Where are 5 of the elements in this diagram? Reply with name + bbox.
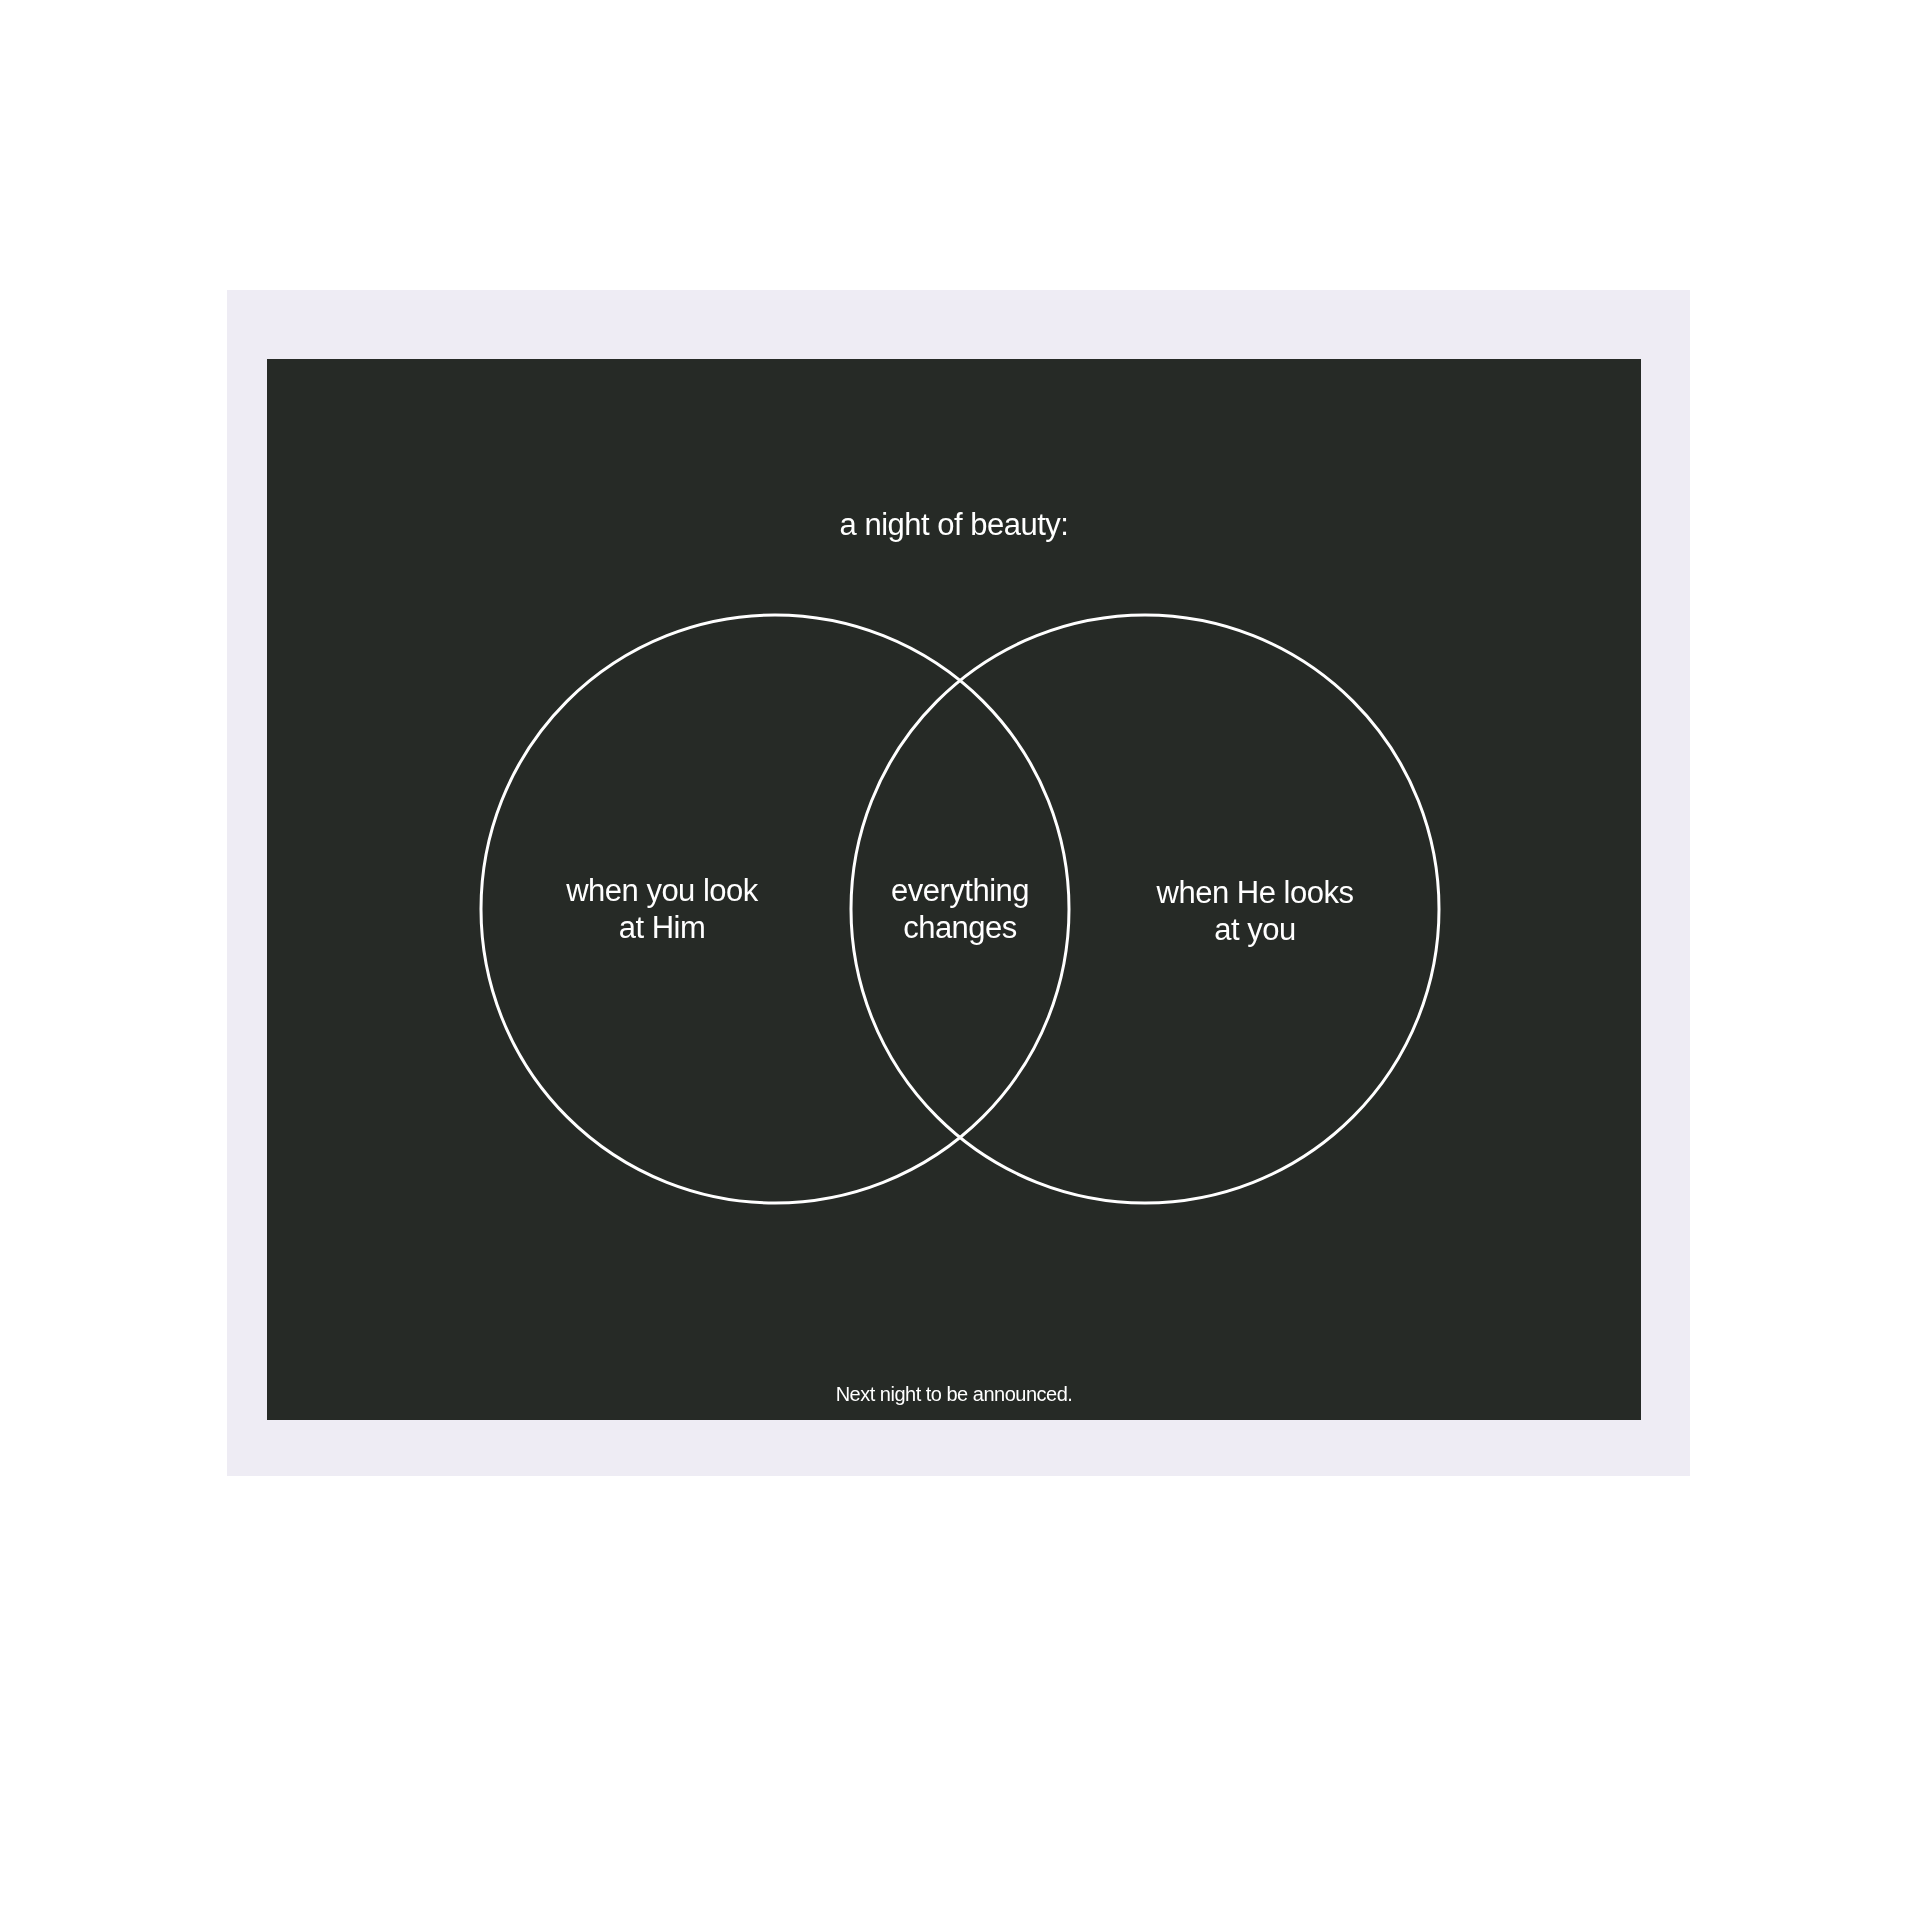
region-label: everything changes	[890, 871, 1030, 947]
caption: Next night to be announced.	[834, 1383, 1074, 1406]
title: a night of beauty:	[838, 507, 1070, 543]
region-label: when you look at Him	[565, 871, 759, 947]
region-label: when He looks at you	[1155, 873, 1355, 949]
